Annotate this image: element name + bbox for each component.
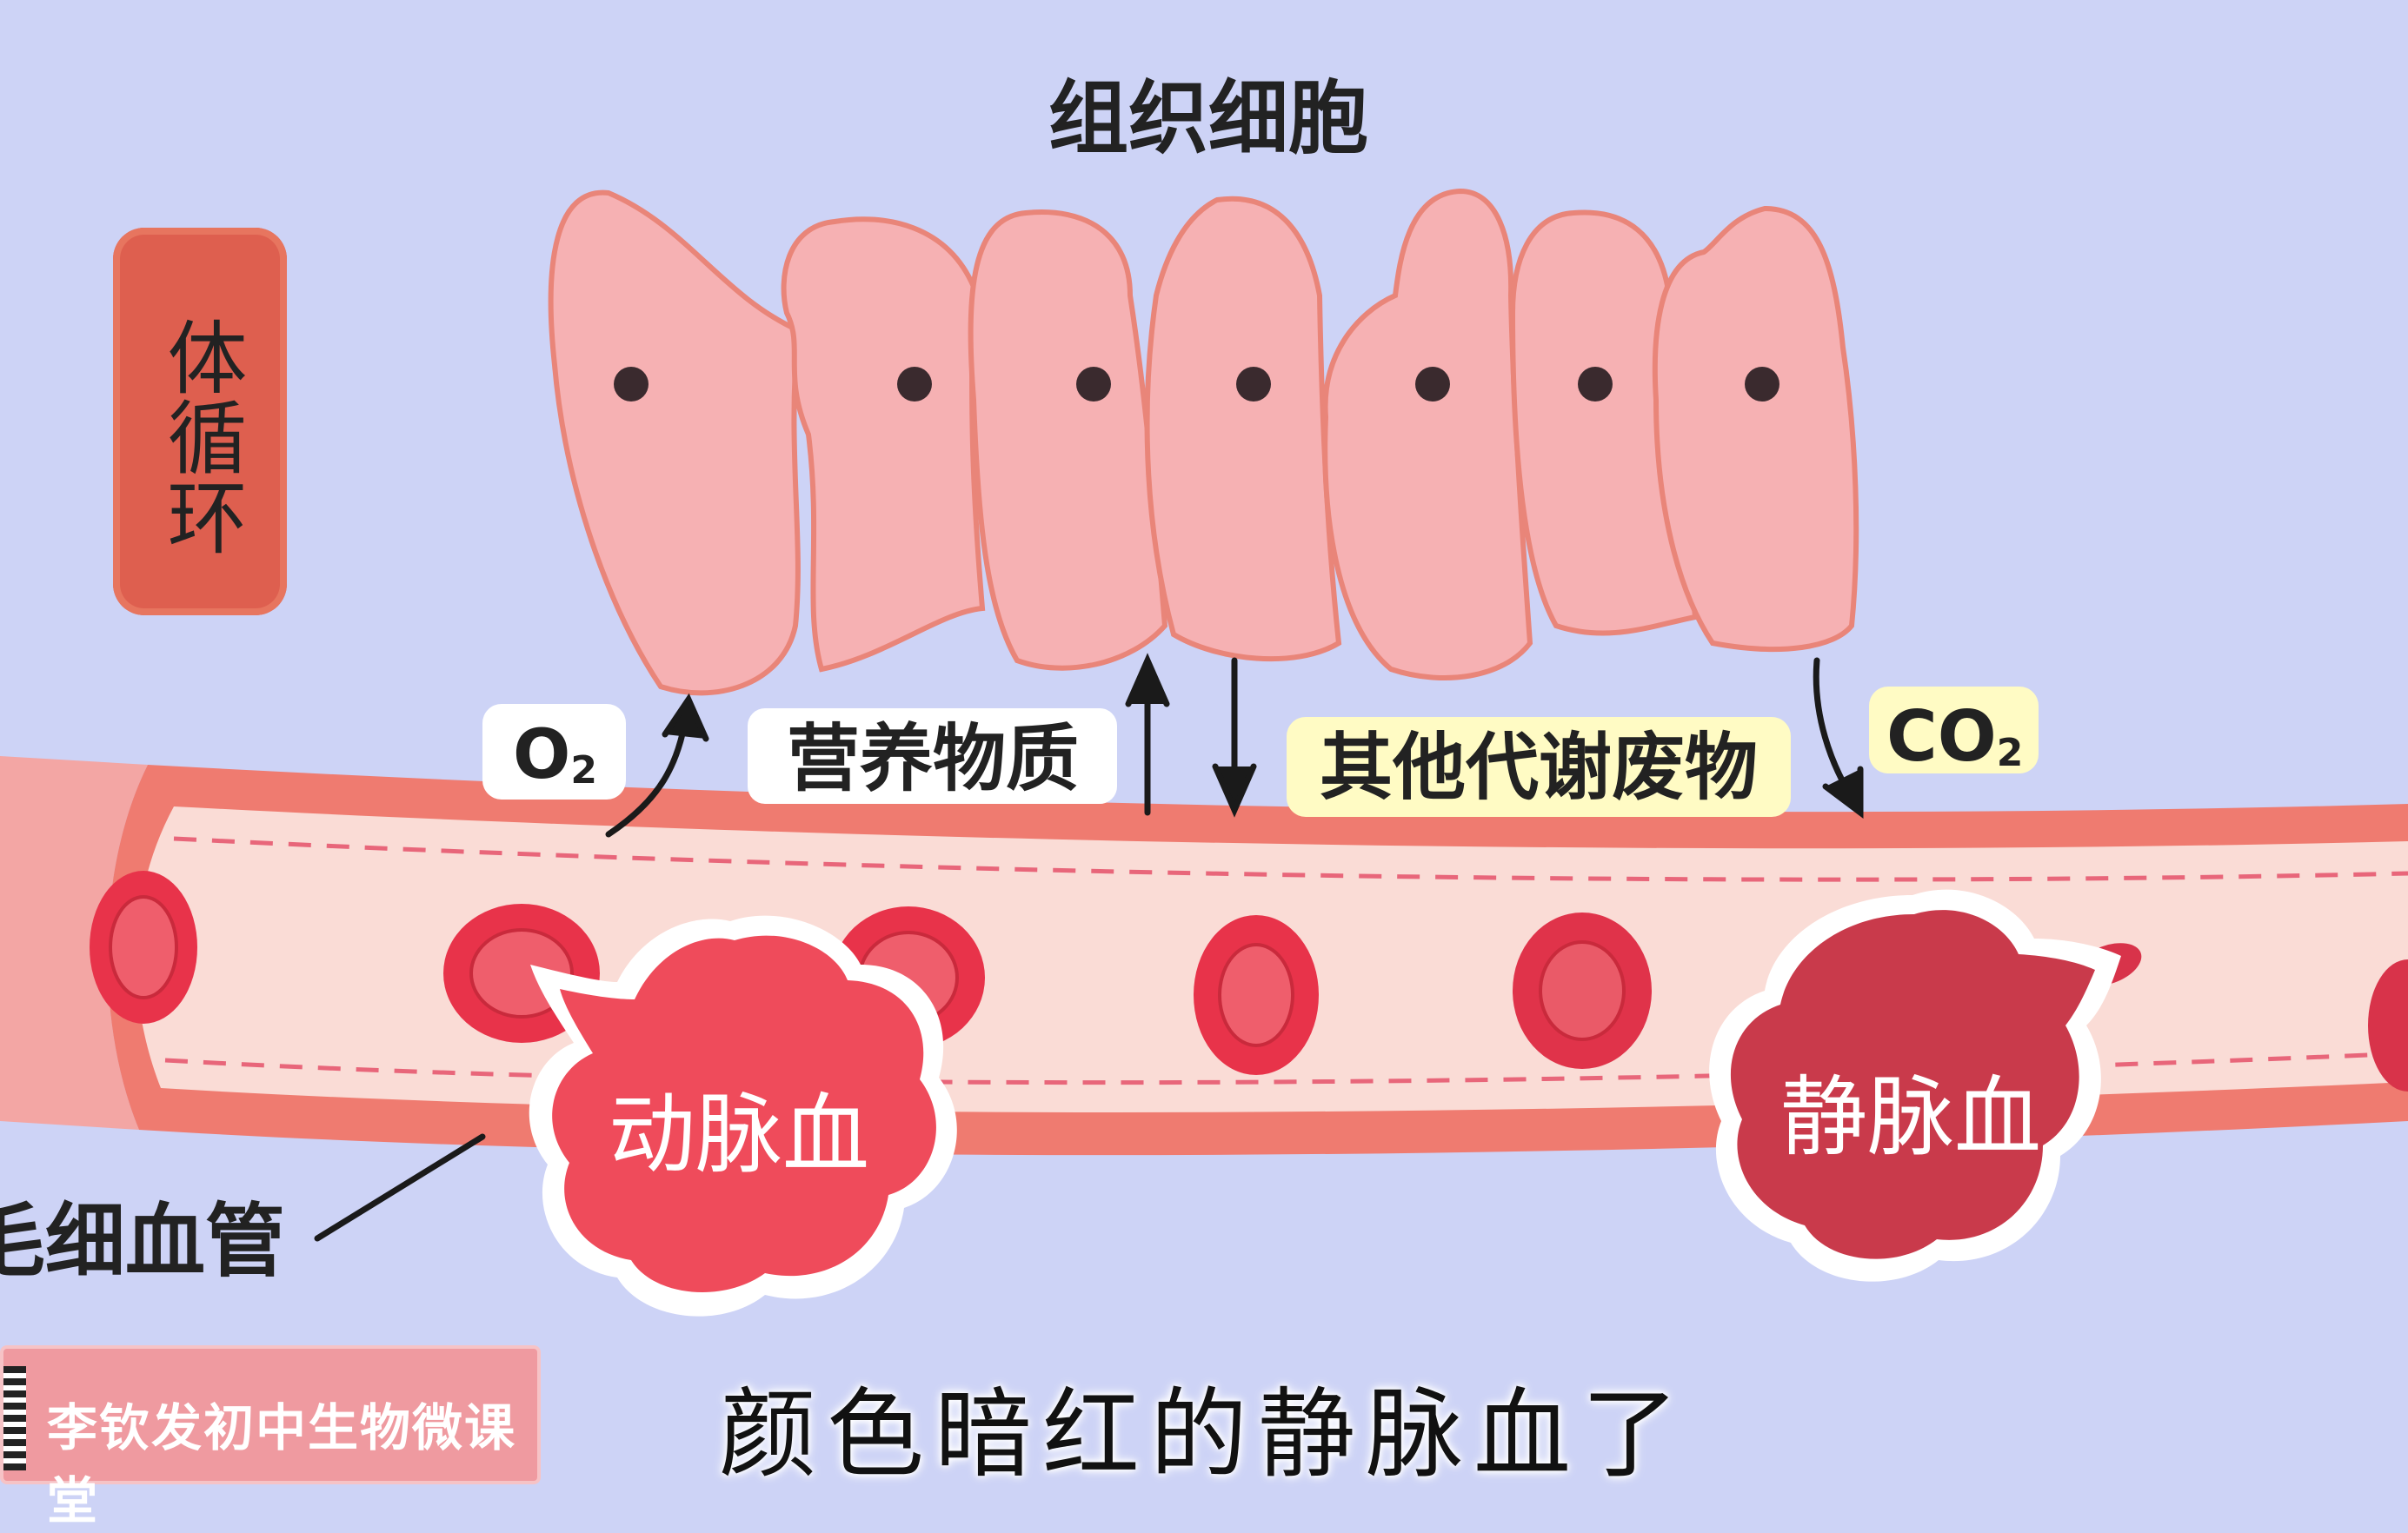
venous-blood-bubble: 静脉血: [1709, 889, 2121, 1282]
capillary-label: 毛细血管: [0, 1195, 285, 1288]
nucleus-6: [1578, 367, 1613, 402]
arterial-blood-bubble: 动脉血: [529, 915, 957, 1317]
o2-text: O: [513, 716, 570, 794]
rbc-5: [1513, 912, 1652, 1069]
cell-nuclei: [614, 367, 1779, 402]
co2-subscript: 2: [1997, 731, 2024, 775]
rbc-4: [1194, 915, 1319, 1075]
o2-tag: O2: [482, 704, 626, 800]
tissue-cell-3: [968, 209, 1168, 671]
co2-tag: CO2: [1869, 687, 2039, 777]
co2-arrowhead: [1822, 766, 1864, 819]
venous-bubble-fill: [1730, 910, 2095, 1259]
nutrients-arrowhead: [1125, 653, 1170, 707]
o2-subscript: 2: [570, 748, 597, 793]
nucleus-5: [1415, 367, 1450, 402]
diagram-stage: 组织细胞 O2 营养物质 其他代谢废物: [0, 72, 2408, 1530]
tissue-cell-7: [1652, 205, 1859, 652]
nucleus-4: [1236, 367, 1271, 402]
systemic-circulation-label: 体循环: [154, 316, 247, 556]
nucleus-3: [1076, 367, 1111, 402]
waste-arrowhead: [1212, 763, 1257, 818]
o2-arrowhead: [662, 693, 709, 742]
channel-name: 李钦发初中生物微课堂: [47, 1398, 517, 1530]
waste-tag: 其他代谢废物: [1287, 717, 1791, 817]
tissue-cell-4: [1144, 196, 1342, 662]
arterial-label: 动脉血: [609, 1084, 869, 1185]
vessel-entrance: [0, 756, 148, 1130]
capillary-pointer: [314, 1133, 486, 1242]
nutrients-text: 营养物质: [787, 716, 1079, 801]
systemic-circulation-badge: 体循环: [113, 228, 287, 615]
subtitle-caption: 颜色暗红的静脉血了: [719, 1378, 1689, 1491]
tissue-cell-1: [548, 189, 802, 696]
svg-text:O2: O2: [513, 716, 597, 794]
tissue-cell-2: [781, 216, 986, 673]
nutrients-tag: 营养物质: [748, 708, 1117, 804]
waste-text: 其他代谢废物: [1320, 725, 1758, 810]
co2-text: CO: [1886, 696, 1997, 777]
channel-watermark: 李钦发初中生物微课堂: [0, 1345, 541, 1530]
rbc-1: [90, 871, 197, 1024]
rbc-7: [2368, 959, 2408, 1092]
exchange-arrows: [314, 653, 1864, 1242]
arterial-bubble-fill: [552, 935, 936, 1293]
tissue-cells: [548, 188, 1859, 696]
nucleus-1: [614, 367, 649, 402]
nucleus-2: [897, 367, 932, 402]
circulation-diagram: 组织细胞 O2 营养物质 其他代谢废物: [0, 72, 2408, 1317]
svg-text:CO2: CO2: [1886, 696, 2023, 777]
vessel-dash-top: [173, 836, 2408, 882]
qr-code-icon: [3, 1366, 26, 1470]
tissue-cell-5: [1322, 188, 1533, 680]
venous-label: 静脉血: [1780, 1066, 2041, 1168]
nucleus-7: [1745, 367, 1779, 402]
tissue-title: 组织细胞: [1048, 72, 1368, 165]
